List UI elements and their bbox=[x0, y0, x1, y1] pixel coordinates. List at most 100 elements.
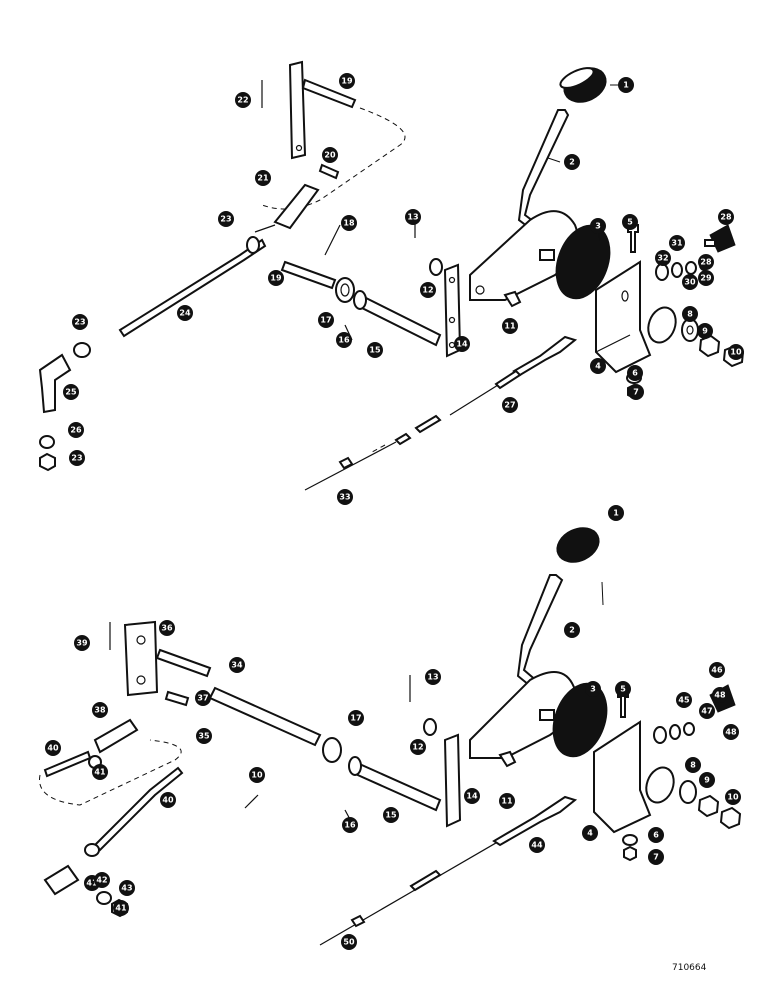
callout-13: 13 bbox=[425, 669, 441, 685]
mounting-bracket-lower bbox=[593, 720, 652, 834]
callout-3: 3 bbox=[590, 218, 606, 234]
callout-35: 35 bbox=[196, 728, 212, 744]
callout-label: 4 bbox=[595, 362, 601, 371]
callout-8: 8 bbox=[682, 306, 698, 322]
callout-16: 16 bbox=[342, 817, 358, 833]
callout-label: 47 bbox=[701, 707, 712, 716]
callout-label: 20 bbox=[324, 151, 336, 160]
callout-label: 6 bbox=[632, 369, 638, 378]
callout-10: 10 bbox=[728, 344, 744, 360]
callout-label: 13 bbox=[407, 213, 418, 222]
upper-assembly bbox=[38, 60, 745, 491]
callout-41: 41 bbox=[113, 900, 129, 916]
callout-label: 19 bbox=[341, 77, 353, 86]
callout-23: 23 bbox=[72, 314, 88, 330]
callout-37: 37 bbox=[195, 690, 211, 706]
callout-label: 48 bbox=[725, 728, 737, 737]
callout-5: 5 bbox=[615, 681, 631, 697]
callout-label: 48 bbox=[714, 691, 726, 700]
callout-label: 41 bbox=[115, 904, 127, 913]
callout-47: 47 bbox=[699, 703, 715, 719]
callout-label: 41 bbox=[86, 879, 98, 888]
callout-40: 40 bbox=[160, 792, 176, 808]
callout-42: 42 bbox=[94, 872, 110, 888]
cross-shaft bbox=[354, 293, 442, 347]
callout-14: 14 bbox=[454, 336, 470, 352]
callout-label: 9 bbox=[702, 327, 708, 336]
callout-10: 10 bbox=[249, 767, 265, 783]
callout-16: 16 bbox=[336, 332, 352, 348]
callout-label: 16 bbox=[338, 336, 350, 345]
callout-29: 29 bbox=[698, 270, 714, 286]
callout-38: 38 bbox=[92, 702, 108, 718]
callout-8: 8 bbox=[685, 757, 701, 773]
callout-label: 38 bbox=[94, 706, 106, 715]
callout-9: 9 bbox=[697, 323, 713, 339]
callout-label: 16 bbox=[344, 821, 356, 830]
callout-label: 3 bbox=[595, 222, 601, 231]
callout-label: 8 bbox=[687, 310, 693, 319]
callout-6: 6 bbox=[627, 365, 643, 381]
callout-label: 25 bbox=[65, 388, 77, 397]
callout-24: 24 bbox=[177, 305, 193, 321]
callout-43: 43 bbox=[119, 880, 135, 896]
callout-48: 48 bbox=[723, 724, 739, 740]
callout-15: 15 bbox=[383, 807, 399, 823]
callout-40: 40 bbox=[45, 740, 61, 756]
callout-44: 44 bbox=[529, 837, 545, 853]
callout-label: 30 bbox=[684, 278, 696, 287]
callout-label: 42 bbox=[96, 876, 107, 885]
callout-label: 12 bbox=[422, 286, 433, 295]
callout-label: 1 bbox=[623, 81, 629, 90]
callout-label: 5 bbox=[620, 685, 626, 694]
lever-knob-lower bbox=[556, 527, 600, 563]
callout-label: 39 bbox=[76, 639, 88, 648]
callout-15: 15 bbox=[367, 342, 383, 358]
callout-label: 22 bbox=[237, 96, 248, 105]
callout-label: 7 bbox=[653, 853, 659, 862]
callout-25: 25 bbox=[63, 384, 79, 400]
bolt bbox=[627, 224, 639, 253]
callout-label: 1 bbox=[613, 509, 619, 518]
mounting-bracket bbox=[595, 260, 652, 374]
callout-12: 12 bbox=[420, 282, 436, 298]
plate bbox=[123, 620, 159, 697]
callout-19: 19 bbox=[268, 270, 284, 286]
callout-label: 40 bbox=[162, 796, 174, 805]
ball-joint bbox=[38, 353, 72, 414]
callout-19: 19 bbox=[339, 73, 355, 89]
callout-label: 24 bbox=[179, 309, 191, 318]
callout-label: 37 bbox=[197, 694, 208, 703]
callout-label: 28 bbox=[720, 213, 732, 222]
callout-label: 23 bbox=[71, 454, 82, 463]
callout-label: 50 bbox=[343, 938, 355, 947]
callout-label: 2 bbox=[569, 626, 575, 635]
callout-label: 14 bbox=[456, 340, 468, 349]
callout-27: 27 bbox=[502, 397, 518, 413]
callout-48: 48 bbox=[712, 687, 728, 703]
callout-label: 26 bbox=[70, 426, 82, 435]
callout-label: 36 bbox=[161, 624, 173, 633]
callout-label: 17 bbox=[320, 316, 331, 325]
callout-label: 18 bbox=[343, 219, 355, 228]
callout-45: 45 bbox=[676, 692, 692, 708]
callout-label: 23 bbox=[74, 318, 85, 327]
callout-6: 6 bbox=[648, 827, 664, 843]
callout-label: 23 bbox=[220, 215, 231, 224]
callout-23: 23 bbox=[218, 211, 234, 227]
callout-28: 28 bbox=[718, 209, 734, 225]
callout-label: 10 bbox=[727, 793, 739, 802]
callout-23: 23 bbox=[69, 450, 85, 466]
callout-11: 11 bbox=[499, 793, 515, 809]
figure-id: 710664 bbox=[672, 963, 707, 973]
callout-label: 28 bbox=[700, 258, 712, 267]
callout-1: 1 bbox=[618, 77, 634, 93]
callout-17: 17 bbox=[348, 710, 364, 726]
callout-4: 4 bbox=[590, 358, 606, 374]
callout-18: 18 bbox=[341, 215, 357, 231]
callout-label: 4 bbox=[587, 829, 593, 838]
callout-label: 41 bbox=[94, 768, 106, 777]
callout-14: 14 bbox=[464, 788, 480, 804]
callout-31: 31 bbox=[669, 235, 685, 251]
